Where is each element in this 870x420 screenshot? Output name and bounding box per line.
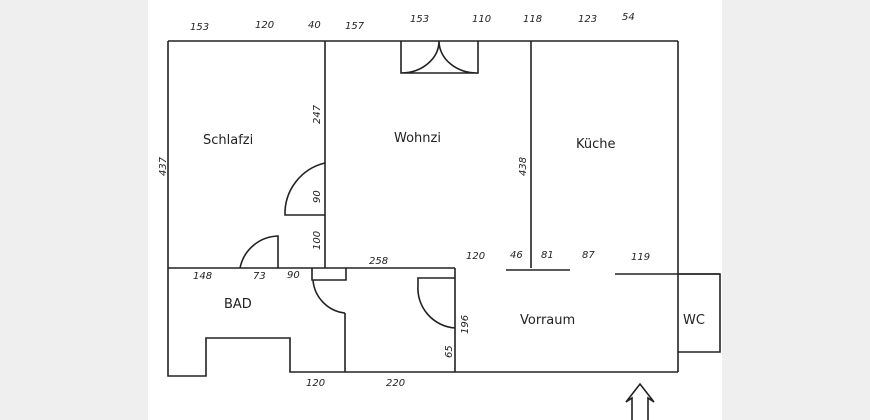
dim-label: 87 [582,250,595,261]
dim-label: 110 [472,14,491,25]
dim-label: 247 [312,104,323,124]
dim-label: 196 [460,315,471,334]
walls [167,40,721,377]
dim-label: 90 [287,270,300,281]
vertical-dimensions: 437 247 90 100 438 196 65 [158,104,529,358]
dim-label: 120 [255,20,274,31]
dim-label: 120 [466,251,485,262]
dim-label: 118 [523,14,542,25]
middle-dimensions: 148 73 90 258 120 46 81 87 119 [193,250,650,282]
schlafzi-door [284,162,326,216]
dim-label: 153 [410,14,429,25]
dim-label: 153 [190,22,209,33]
dim-label: 54 [622,12,635,23]
top-dimensions: 153 120 40 157 153 110 118 123 54 [190,12,635,33]
dim-label: 40 [308,20,321,31]
vorraum-door [417,284,456,329]
door-frame-1 [311,268,347,281]
window [400,40,479,74]
bad-door [239,235,279,269]
room-label-vorraum: Vorraum [520,313,575,328]
dim-label: 90 [312,190,323,203]
dim-label: 119 [631,252,650,263]
dim-label: 81 [541,250,554,261]
corridor-door [312,279,346,314]
dim-label: 73 [253,271,266,282]
entrance-arrow-icon [625,382,655,420]
dim-label: 46 [510,250,523,261]
dim-label: 120 [306,378,325,389]
room-label-kueche: Küche [576,137,616,152]
wc-box [678,273,721,353]
dim-label: 220 [386,378,405,389]
dim-label: 258 [369,256,388,267]
dim-label: 100 [312,231,323,250]
dim-label: 148 [193,271,212,282]
room-label-schlafzi: Schlafzi [203,133,253,148]
room-label-bad: BAD [224,297,252,312]
floor-plan-sheet [148,0,722,420]
doors [239,40,479,329]
door-frame-2 [417,277,455,285]
dim-label: 157 [345,21,365,32]
room-label-wc: WC [683,313,705,328]
room-label-wohnzi: Wohnzi [394,131,441,146]
outer-left-wall [167,41,678,377]
dim-label: 123 [578,14,597,25]
dim-label: 65 [444,345,455,358]
dim-label: 438 [518,157,529,176]
bottom-dimensions: 120 220 [306,378,405,389]
dim-label: 437 [158,156,169,176]
